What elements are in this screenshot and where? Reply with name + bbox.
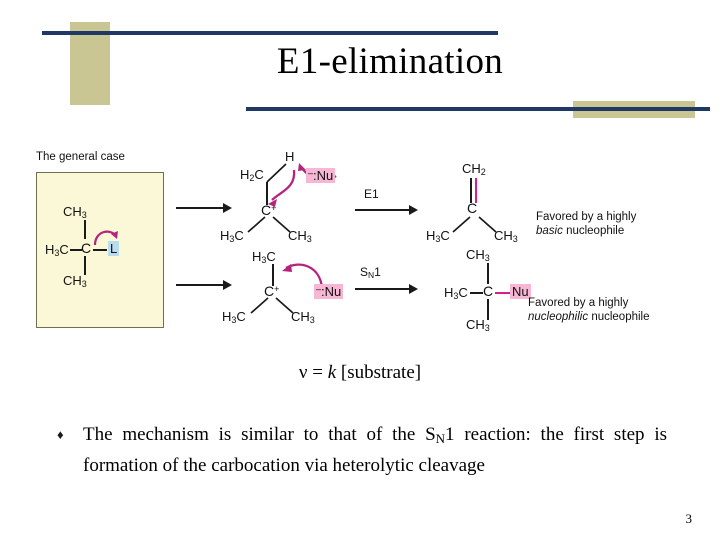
note-sn1-line2-tail: nucleophile <box>591 311 650 323</box>
e1-bond-c-to-cation <box>266 182 268 205</box>
substrate-bond-right <box>93 249 107 251</box>
note-e1-favored: Favored by a highly basic nucleophile <box>536 210 636 238</box>
sn1-bond-left-methyl <box>250 297 269 314</box>
bullet-marker-icon: ♦ <box>57 427 64 442</box>
e1-carbocation-carbon: C+ <box>261 202 277 218</box>
page-number: 3 <box>685 511 693 526</box>
product-sub-bond-bottom <box>487 299 489 320</box>
e1-pathway-label: E1 <box>364 187 379 201</box>
e1-bond-left-methyl <box>247 216 266 233</box>
note-e1-line1: Favored by a highly <box>536 211 637 223</box>
sn1-pathway-label: SN1 <box>360 265 381 280</box>
substrate-bond-bottom <box>84 256 86 275</box>
sn1-bond-top <box>272 264 274 286</box>
substrate-left-methyl: H3C <box>45 242 69 258</box>
electron-flow-arrow-nucleophile-to-cation <box>282 263 324 289</box>
rate-equation-term: [substrate] <box>340 362 422 383</box>
product-sub-left-methyl: H3C <box>444 285 468 301</box>
product-sub-bottom-methyl: CH3 <box>466 317 490 333</box>
product-alkene-right-methyl: CH3 <box>494 228 518 244</box>
sn1-intermediate-top-methyl: H3C <box>252 249 276 265</box>
header-rule-top <box>42 31 498 35</box>
e1-intermediate-h2c: H2C <box>240 167 264 183</box>
note-e1-line2-tail: nucleophile <box>566 225 625 237</box>
rate-equation-equals: = <box>312 362 323 383</box>
e1-bond-ch <box>266 163 287 183</box>
arrow-to-sn1-intermediate <box>176 278 233 292</box>
e1-intermediate-hydrogen: H <box>285 149 295 164</box>
product-alkene-central-carbon: C <box>467 200 478 216</box>
product-sub-central-carbon: C <box>483 283 494 299</box>
product-sub-bond-top <box>487 263 489 284</box>
arrow-e1-product <box>355 203 419 217</box>
e1-right-methyl: CH3 <box>288 228 312 244</box>
sn1-left-methyl: H3C <box>222 309 246 325</box>
arrow-sn1-product <box>355 282 419 296</box>
page-title: E1-elimination <box>276 41 504 82</box>
sn1-bond-right-methyl <box>275 297 294 314</box>
note-sn1-line1: Favored by a highly <box>528 297 629 309</box>
product-sub-bond-left <box>470 292 483 294</box>
bullet-text-subscript: N <box>435 431 446 446</box>
sn1-nucleophile: –:Nu <box>314 284 344 299</box>
bullet-text-part1: The mechanism is similar to that of the … <box>83 424 436 445</box>
note-e1-emphasis: basic <box>536 225 563 237</box>
e1-left-methyl: H3C <box>220 228 244 244</box>
product-sub-top-methyl: CH3 <box>466 247 490 263</box>
product-alkene-double-bond-black <box>470 178 472 203</box>
reaction-scheme-figure: The general case CH3 H3C C L CH3 H2C H C… <box>0 140 720 345</box>
substrate-bond-top <box>84 220 86 239</box>
arrow-to-e1-intermediate <box>176 201 233 215</box>
header-decoration-tan-left <box>70 22 110 105</box>
bullet-list-item: ♦ The mechanism is similar to that of th… <box>57 421 667 479</box>
e1-bond-right-methyl <box>272 216 291 233</box>
sn1-right-methyl: CH3 <box>291 309 315 325</box>
substrate-top-methyl: CH3 <box>63 204 87 220</box>
header-rule-bottom <box>246 107 710 111</box>
bullet-text-part2: 1 reaction: the first step is formation … <box>83 424 667 476</box>
rate-equation-k: k <box>327 362 337 383</box>
electron-flow-arrow-h-to-carbon <box>268 169 296 207</box>
substrate-bottom-methyl: CH3 <box>63 273 87 289</box>
product-alkene-double-bond-pink <box>475 178 477 203</box>
substrate-central-carbon: C <box>81 240 92 256</box>
note-sn1-emphasis: nucleophilic <box>528 311 589 323</box>
product-alkene-ch2: CH2 <box>462 161 486 177</box>
substrate-bond-left <box>70 249 82 251</box>
general-case-label: The general case <box>36 151 125 163</box>
product-sub-nucleophile: Nu <box>510 284 531 299</box>
note-sn1-favored: Favored by a highly nucleophilic nucleop… <box>528 296 650 324</box>
rate-equation: ν = k [substrate] <box>0 362 720 384</box>
bullet-text: The mechanism is similar to that of the … <box>83 421 667 479</box>
product-alkene-bond-right <box>478 216 497 233</box>
e1-nucleophile: –:Nu <box>306 168 336 183</box>
sn1-carbocation-carbon: C+ <box>264 283 280 299</box>
rate-equation-nu: ν <box>298 362 308 383</box>
substrate-leaving-group: L <box>108 241 120 256</box>
product-alkene-bond-left <box>452 216 471 233</box>
product-alkene-left-methyl: H3C <box>426 228 450 244</box>
electron-flow-arrow-leaving-group <box>93 230 118 246</box>
product-sub-bond-nucleophile <box>495 292 510 295</box>
